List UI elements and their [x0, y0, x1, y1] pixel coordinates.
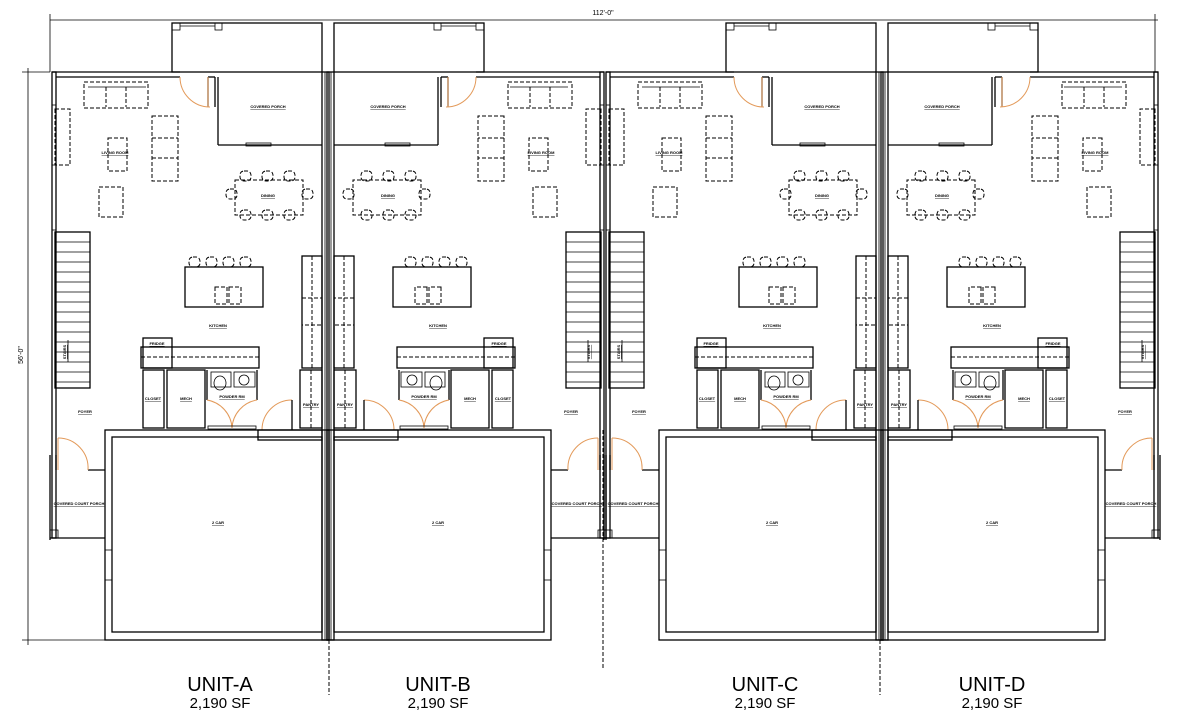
- room-label-stairs: STAIRS: [62, 344, 67, 359]
- unit-c-plan: [603, 22, 884, 641]
- room-label-pantry: PANTRY: [303, 402, 319, 407]
- room-label-mech: MECH: [1018, 396, 1030, 401]
- room-label-closet: CLOSET: [1049, 396, 1066, 401]
- room-label-stairs: STAIRS: [586, 344, 591, 359]
- room-label-powder-rm: POWDER RM: [965, 394, 991, 399]
- room-label-pantry: PANTRY: [857, 402, 873, 407]
- room-label-dining: DINING: [815, 193, 829, 198]
- unit-a-plan: [49, 22, 330, 641]
- room-label-kitchen: KITCHEN: [429, 323, 447, 328]
- room-label-fridge: FRIDGE: [703, 341, 718, 346]
- room-label-stairs: STAIRS: [616, 344, 621, 359]
- room-label-court-porch: COVERED COURT PORCH: [54, 501, 105, 506]
- room-label-living-room: LIVING ROOM: [1082, 150, 1110, 155]
- room-label-mech: MECH: [464, 396, 476, 401]
- unit-d-plan: [880, 22, 1161, 641]
- unit-name-label: UNIT-D: [959, 674, 1026, 696]
- room-label-living-room: LIVING ROOM: [656, 150, 684, 155]
- overall-width-dimension: 112'-0": [592, 10, 614, 17]
- room-label-mech: MECH: [734, 396, 746, 401]
- unit-area-label: 2,190 SF: [735, 695, 796, 712]
- room-label-dining: DINING: [935, 193, 949, 198]
- room-label-fridge: FRIDGE: [491, 341, 506, 346]
- room-label-foyer: FOYER: [78, 409, 92, 414]
- room-label-garage: 2 CAR: [766, 520, 778, 525]
- room-label-pantry: PANTRY: [337, 402, 353, 407]
- room-label-foyer: FOYER: [632, 409, 646, 414]
- room-label-covered-porch: COVERED PORCH: [804, 104, 839, 109]
- room-label-dining: DINING: [261, 193, 275, 198]
- room-label-foyer: FOYER: [1118, 409, 1132, 414]
- room-label-powder-rm: POWDER RM: [411, 394, 437, 399]
- room-label-garage: 2 CAR: [212, 520, 224, 525]
- unit-name-label: UNIT-A: [187, 674, 253, 696]
- room-label-covered-porch: COVERED PORCH: [370, 104, 405, 109]
- room-label-living-room: LIVING ROOM: [102, 150, 130, 155]
- room-label-mech: MECH: [180, 396, 192, 401]
- room-label-closet: CLOSET: [145, 396, 162, 401]
- room-label-kitchen: KITCHEN: [983, 323, 1001, 328]
- room-label-powder-rm: POWDER RM: [219, 394, 245, 399]
- room-label-court-porch: COVERED COURT PORCH: [1106, 501, 1157, 506]
- unit-area-label: 2,190 SF: [190, 695, 251, 712]
- unit-b-plan: [326, 22, 607, 641]
- plan-frame: 112'-0" 56'-0": [18, 10, 1158, 695]
- unit-name-label: UNIT-B: [405, 674, 471, 696]
- unit-name-label: UNIT-C: [732, 674, 799, 696]
- room-label-fridge: FRIDGE: [1045, 341, 1060, 346]
- room-label-court-porch: COVERED COURT PORCH: [608, 501, 659, 506]
- room-label-court-porch: COVERED COURT PORCH: [552, 501, 603, 506]
- room-label-foyer: FOYER: [564, 409, 578, 414]
- room-label-powder-rm: POWDER RM: [773, 394, 799, 399]
- unit-area-label: 2,190 SF: [408, 695, 469, 712]
- room-label-kitchen: KITCHEN: [209, 323, 227, 328]
- room-label-fridge: FRIDGE: [149, 341, 164, 346]
- room-label-kitchen: KITCHEN: [763, 323, 781, 328]
- room-label-dining: DINING: [381, 193, 395, 198]
- unit-area-label: 2,190 SF: [962, 695, 1023, 712]
- room-label-covered-porch: COVERED PORCH: [250, 104, 285, 109]
- room-label-garage: 2 CAR: [986, 520, 998, 525]
- room-label-living-room: LIVING ROOM: [528, 150, 556, 155]
- room-label-closet: CLOSET: [699, 396, 716, 401]
- room-label-pantry: PANTRY: [891, 402, 907, 407]
- room-label-covered-porch: COVERED PORCH: [924, 104, 959, 109]
- room-label-stairs: STAIRS: [1140, 344, 1145, 359]
- room-label-closet: CLOSET: [495, 396, 512, 401]
- overall-depth-dimension: 56'-0": [18, 346, 25, 364]
- room-label-garage: 2 CAR: [432, 520, 444, 525]
